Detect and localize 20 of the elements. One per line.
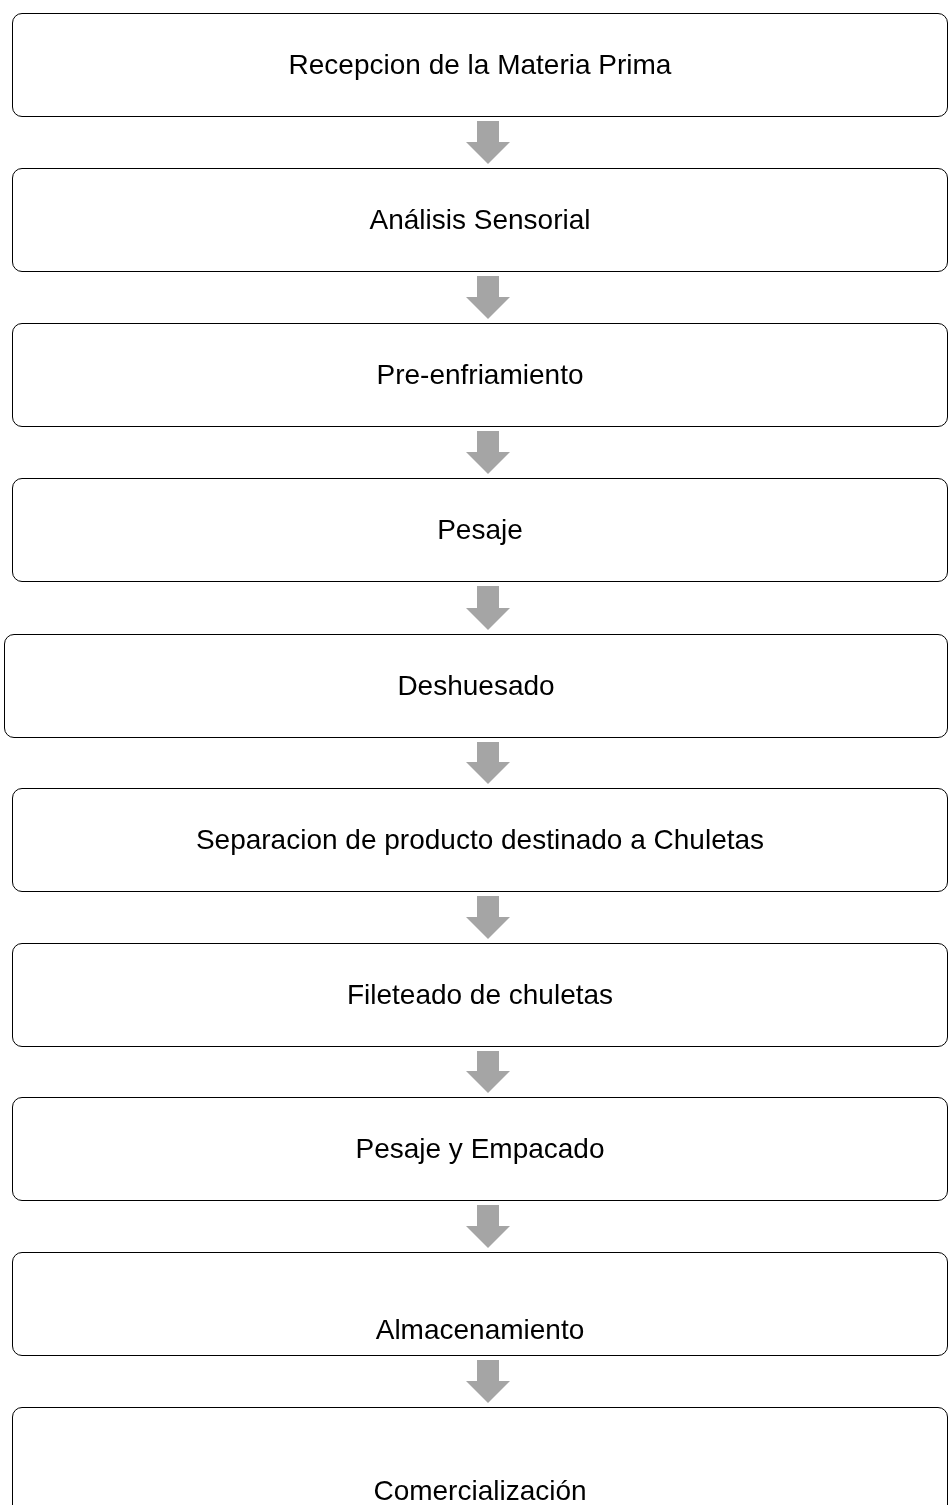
step-label: Pre-enfriamiento: [376, 358, 584, 392]
process-box: [12, 943, 948, 1047]
step-label: Pesaje y Empacado: [355, 1132, 605, 1166]
process-box: [12, 1407, 948, 1505]
process-box: [12, 1252, 948, 1356]
process-box: [12, 168, 948, 272]
process-box: [12, 478, 948, 582]
step-label: Pesaje: [437, 513, 523, 547]
process-box: [4, 634, 948, 738]
step-label: Comercialización: [373, 1474, 587, 1505]
step-label: Recepcion de la Materia Prima: [288, 48, 672, 82]
step-label: Deshuesado: [397, 669, 555, 703]
process-box: [12, 788, 948, 892]
process-box: [12, 1097, 948, 1201]
process-box: [12, 323, 948, 427]
step-label: Separacion de producto destinado a Chuletas: [195, 823, 765, 857]
process-box: [12, 13, 948, 117]
step-label: Fileteado de chuletas: [346, 978, 614, 1012]
step-label: Almacenamiento: [375, 1313, 585, 1347]
step-label: Análisis Sensorial: [369, 203, 591, 237]
